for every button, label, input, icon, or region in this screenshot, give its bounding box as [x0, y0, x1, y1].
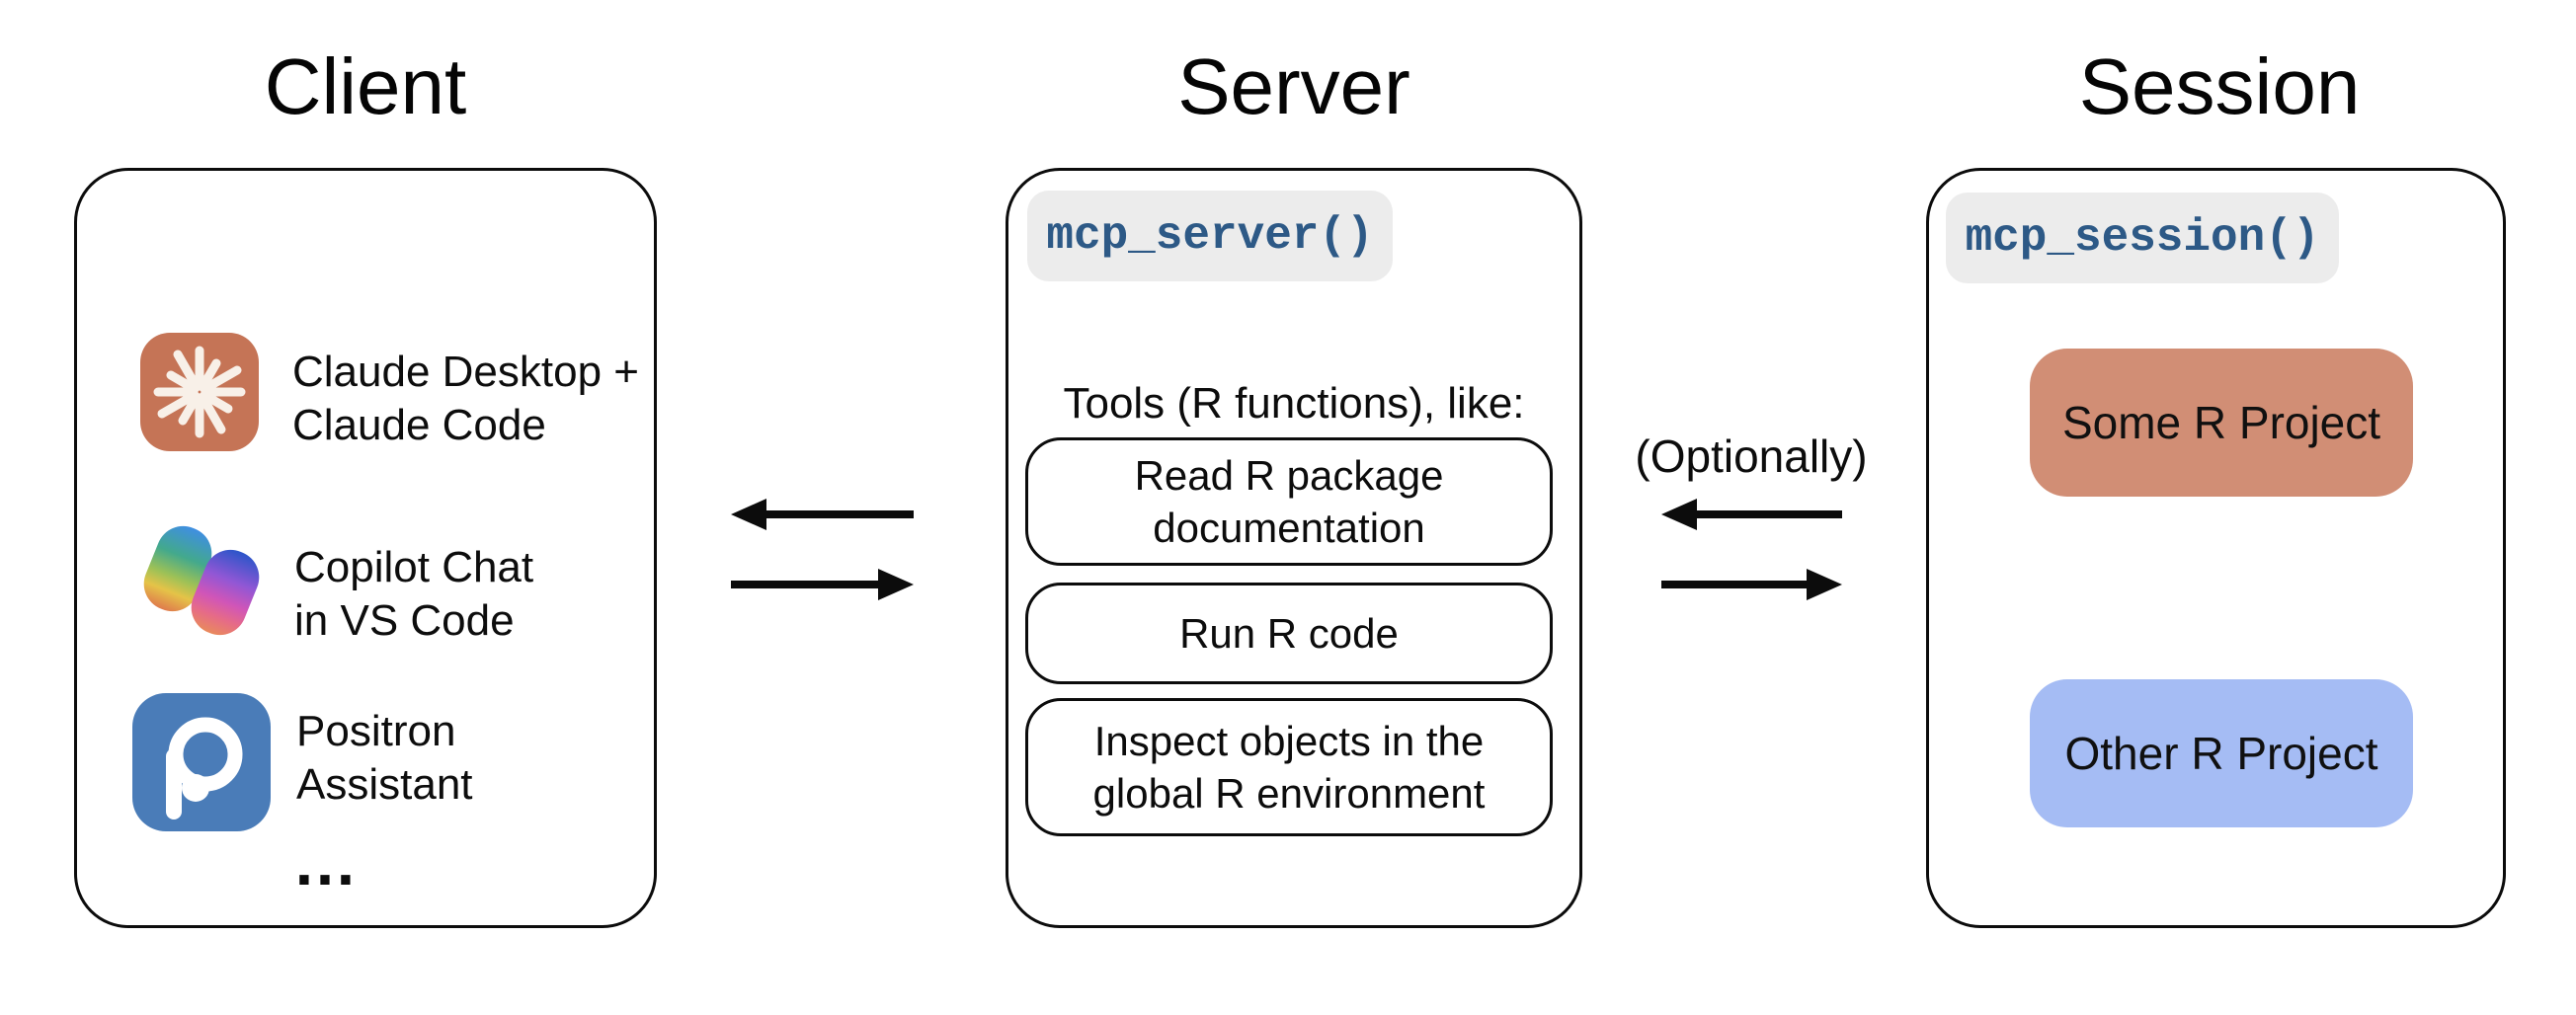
- tool-inspect-objects-line2: global R environment: [1092, 770, 1486, 817]
- some-r-project-label: Some R Project: [2061, 397, 2381, 448]
- mcp-server-code-badge: mcp_server(): [1027, 191, 1393, 281]
- mcp-session-code-label: mcp_session(): [1965, 212, 2320, 264]
- copilot-icon: [138, 523, 265, 643]
- client-item-positron-line1: Positron: [296, 707, 456, 755]
- other-r-project-label: Other R Project: [2064, 728, 2378, 779]
- tool-box-inspect-objects: Inspect objects in the global R environm…: [1025, 698, 1553, 836]
- positron-icon: [132, 693, 271, 836]
- client-item-claude-line2: Claude Code: [292, 401, 546, 449]
- client-item-positron-line2: Assistant: [296, 760, 473, 809]
- client-item-copilot-line2: in VS Code: [294, 596, 515, 645]
- client-item-positron: Positron Assistant: [296, 705, 473, 812]
- session-column-title: Session: [2078, 42, 2361, 130]
- client-item-claude-line1: Claude Desktop +: [292, 348, 639, 396]
- mcp-server-code-label: mcp_server(): [1046, 210, 1374, 262]
- some-r-project-box: Some R Project: [2030, 349, 2413, 497]
- client-item-claude: Claude Desktop + Claude Code: [292, 346, 639, 452]
- client-item-copilot-line1: Copilot Chat: [294, 543, 534, 591]
- tool-run-r-code-line1: Run R code: [1179, 610, 1399, 657]
- tool-read-docs-line2: documentation: [1153, 505, 1425, 551]
- server-tools-heading: Tools (R functions), like:: [1063, 379, 1525, 428]
- claude-icon: [140, 333, 259, 456]
- client-item-copilot: Copilot Chat in VS Code: [294, 541, 533, 648]
- tool-read-docs-line1: Read R package: [1134, 452, 1444, 499]
- optionally-label: (Optionally): [1635, 430, 1868, 482]
- tool-box-run-r-code: Run R code: [1025, 583, 1553, 684]
- client-column-title: Client: [264, 42, 467, 130]
- other-r-project-box: Other R Project: [2030, 679, 2413, 827]
- server-column-title: Server: [1177, 42, 1410, 130]
- tool-box-read-docs: Read R package documentation: [1025, 437, 1553, 566]
- tool-inspect-objects-line1: Inspect objects in the: [1093, 718, 1485, 764]
- mcp-session-code-badge: mcp_session(): [1946, 193, 2339, 283]
- client-more-ellipsis: …: [292, 825, 362, 898]
